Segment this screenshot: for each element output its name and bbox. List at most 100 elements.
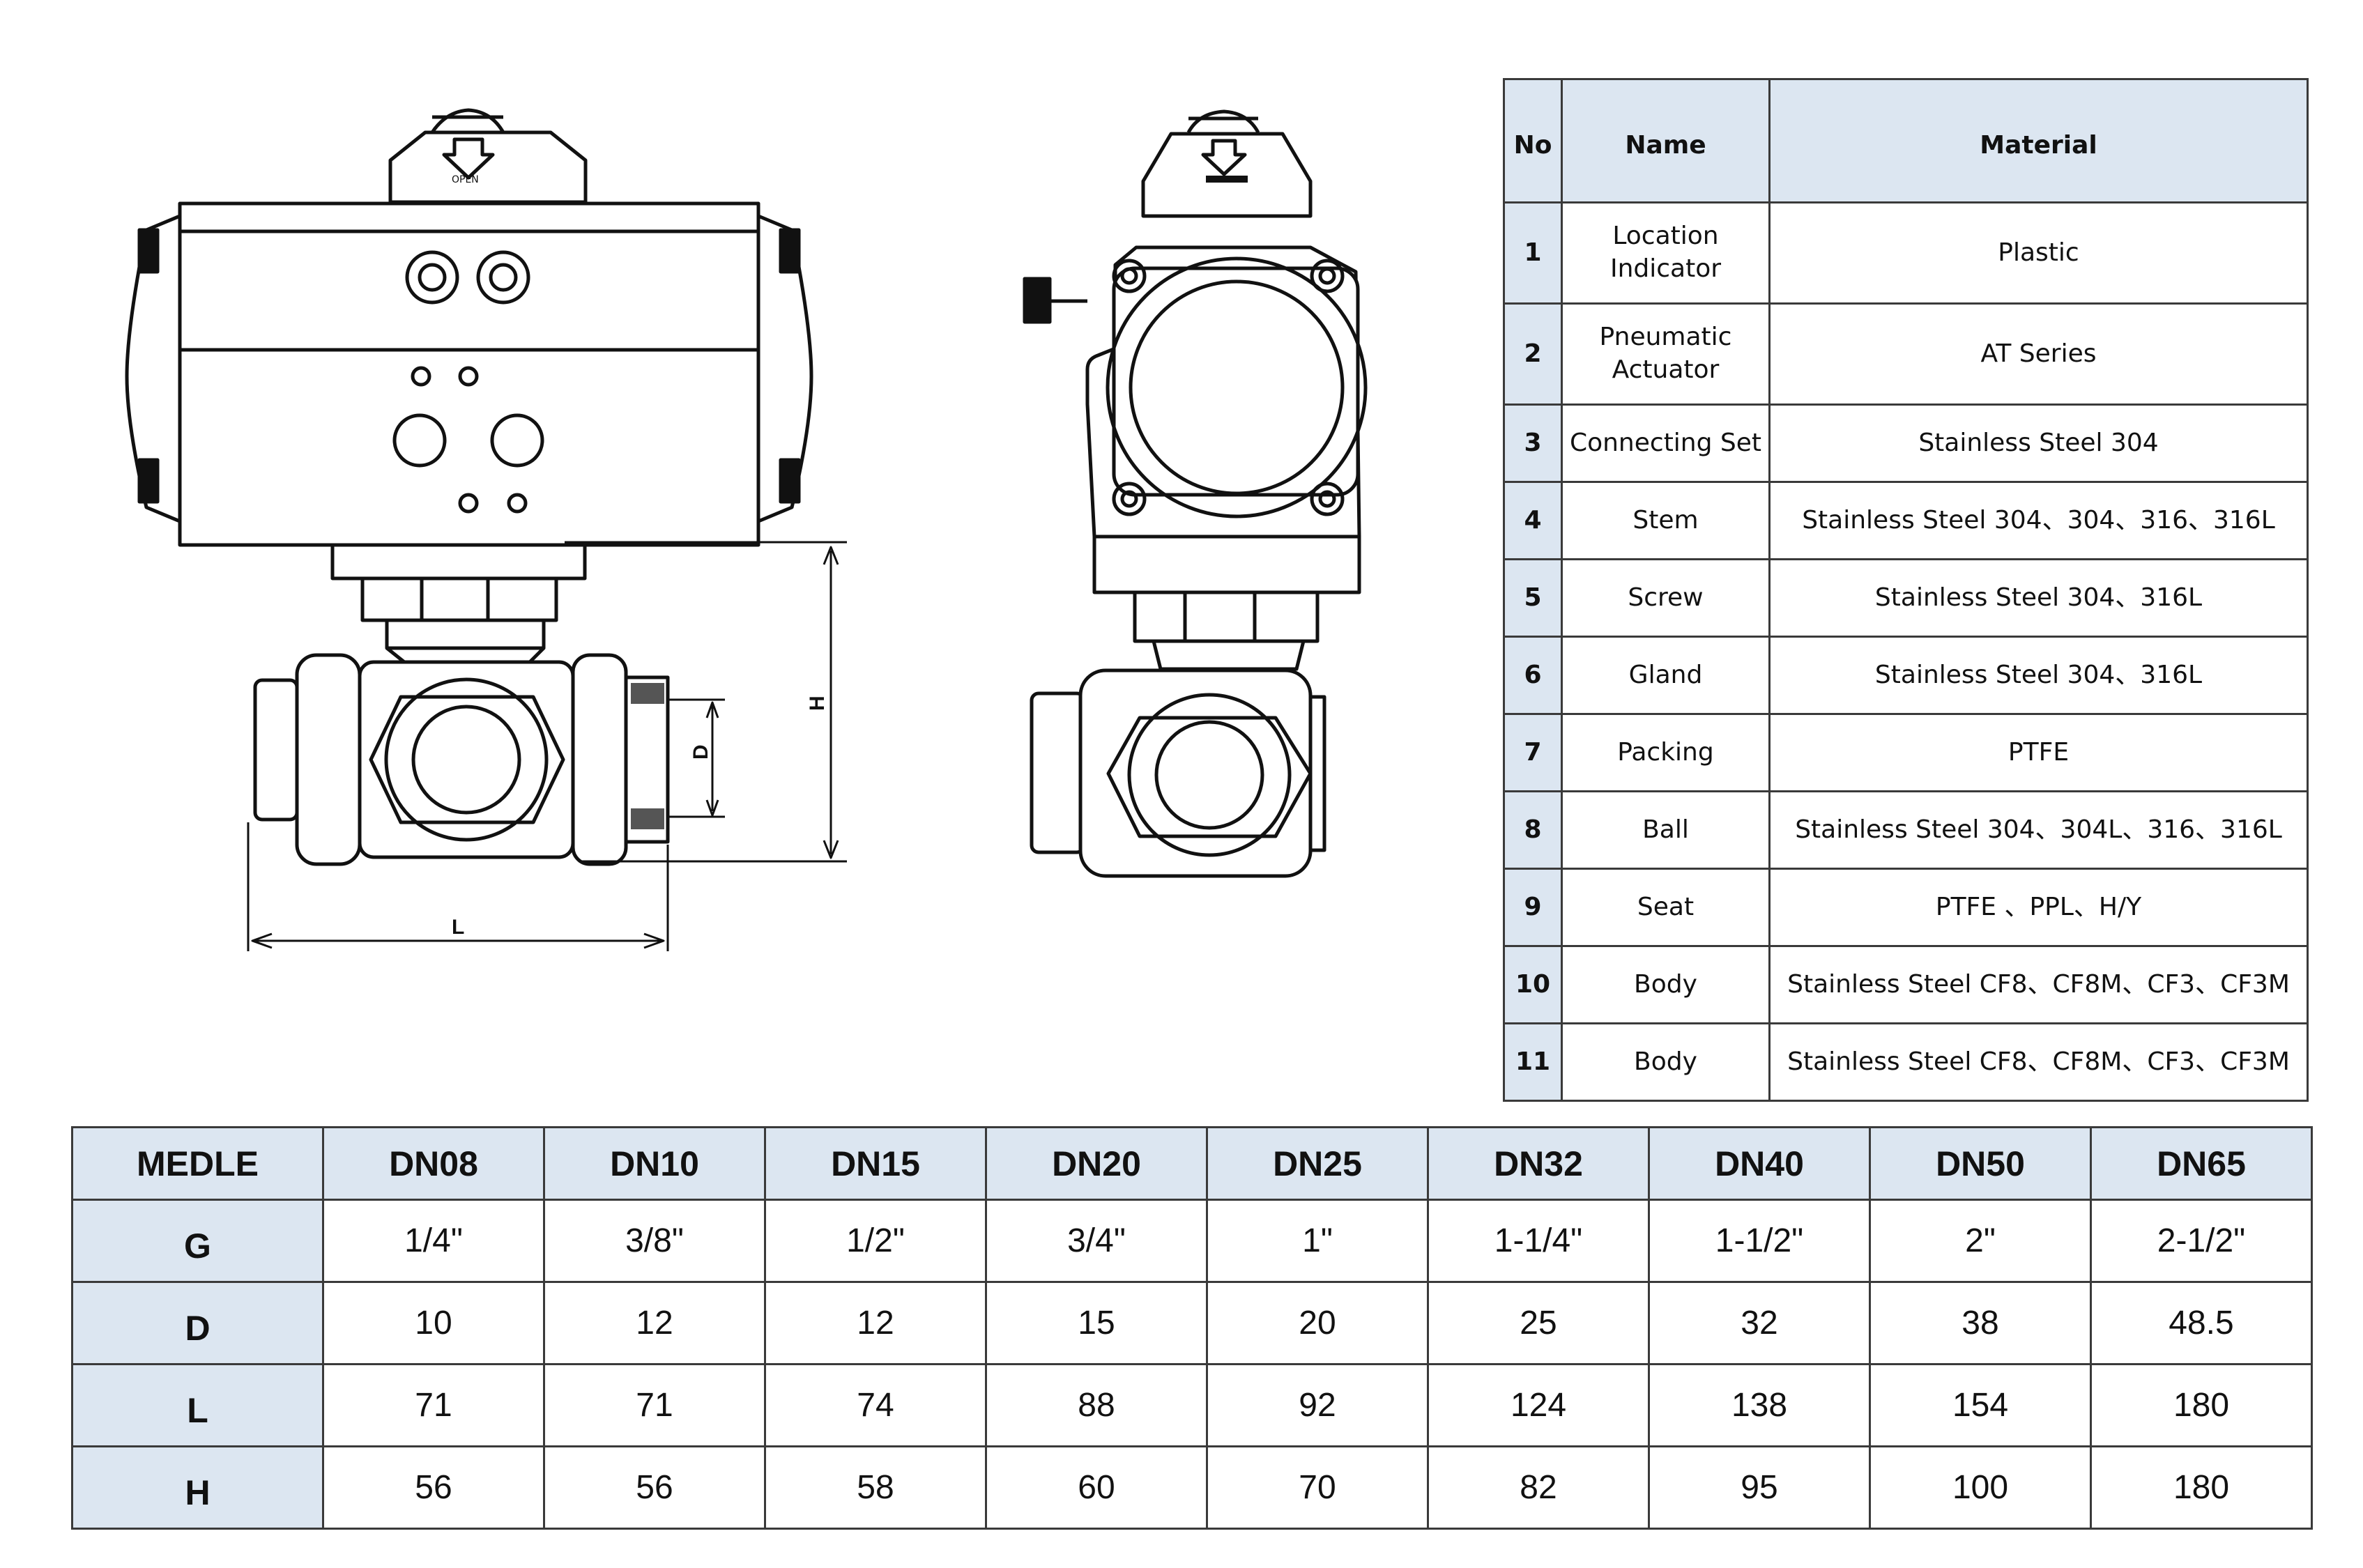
location-indicator-front: OPEN [388,108,588,204]
material-no-cell: 8 [1503,790,1563,870]
material-value-cell: PTFE 、PPL、H/Y [1768,868,2309,947]
size-value-cell: 138 [1648,1363,1871,1447]
size-value-cell: 60 [985,1445,1208,1530]
dim-label-h: H [806,695,829,711]
material-name-cell: Connecting Set [1561,403,1771,483]
material-value-cell: Stainless Steel CF8、CF8M、CF3、CF3M [1768,945,2309,1024]
side-view [1023,109,1368,878]
valve-body-front [253,647,670,866]
size-value-cell: 1/2" [764,1199,987,1283]
size-value-cell: 56 [322,1445,545,1530]
size-header-dn: DN65 [2090,1126,2313,1201]
material-name-cell: Body [1561,1022,1771,1102]
material-value-cell: Stainless Steel 304、304、316、316L [1768,481,2309,560]
size-value-cell: 1" [1206,1199,1429,1283]
material-name-cell: Packing [1561,713,1771,792]
svg-text:OPEN: OPEN [452,174,479,185]
material-no-cell: 10 [1503,945,1563,1024]
size-value-cell: 20 [1206,1281,1429,1365]
size-row-label: H [71,1445,324,1530]
size-header-dn: DN25 [1206,1126,1429,1201]
size-value-cell: 12 [764,1281,987,1365]
dimension-lines [247,541,847,951]
material-no-cell: 4 [1503,481,1563,560]
size-value-cell: 100 [1869,1445,2092,1530]
size-value-cell: 3/8" [543,1199,766,1283]
dim-label-d: D [689,744,712,760]
front-view: OPEN [125,108,847,951]
size-value-cell: 1-1/4" [1427,1199,1650,1283]
material-name-cell: Stem [1561,481,1771,560]
size-value-cell: 70 [1206,1445,1429,1530]
material-no-cell: 5 [1503,558,1563,638]
material-no-cell: 1 [1503,201,1563,305]
material-no-cell: 11 [1503,1022,1563,1102]
size-value-cell: 2-1/2" [2090,1199,2313,1283]
size-header-dn: DN15 [764,1126,987,1201]
size-value-cell: 180 [2090,1363,2313,1447]
material-name-cell: Gland [1561,636,1771,715]
size-value-cell: 58 [764,1445,987,1530]
size-value-cell: 56 [543,1445,766,1530]
size-value-cell: 25 [1427,1281,1650,1365]
size-value-cell: 3/4" [985,1199,1208,1283]
materials-header-row: No Name Material [1503,78,2309,203]
size-value-cell: 82 [1427,1445,1650,1530]
size-value-cell: 92 [1206,1363,1429,1447]
material-value-cell: Stainless Steel 304 [1768,403,2309,483]
actuator-front [125,201,813,547]
size-value-cell: 15 [985,1281,1208,1365]
connecting-set-front [330,543,587,650]
material-name-cell: Body [1561,945,1771,1024]
material-value-cell: Stainless Steel CF8、CF8M、CF3、CF3M [1768,1022,2309,1102]
size-header-dn: DN10 [543,1126,766,1201]
size-header-dn: DN08 [322,1126,545,1201]
size-header-dn: DN50 [1869,1126,2092,1201]
size-header-model: MEDLE [71,1126,324,1201]
valve-body-side [1030,668,1326,878]
size-value-cell: 12 [543,1281,766,1365]
size-value-cell: 95 [1648,1445,1871,1530]
material-value-cell: Stainless Steel 304、304L、316、316L [1768,790,2309,870]
size-row-label: L [71,1363,324,1447]
size-value-cell: 2" [1869,1199,2092,1283]
material-no-cell: 7 [1503,713,1563,792]
size-header-dn: DN20 [985,1126,1208,1201]
material-value-cell: AT Series [1768,302,2309,406]
size-value-cell: 74 [764,1363,987,1447]
size-header-dn: DN32 [1427,1126,1650,1201]
material-value-cell: Stainless Steel 304、316L [1768,636,2309,715]
size-value-cell: 10 [322,1281,545,1365]
size-value-cell: 88 [985,1363,1208,1447]
header-material: Material [1768,78,2309,203]
header-name: Name [1561,78,1771,203]
material-name-cell: Screw [1561,558,1771,638]
size-value-cell: 71 [322,1363,545,1447]
material-name-cell: Pneumatic Actuator [1561,302,1771,406]
size-header-dn: DN40 [1648,1126,1871,1201]
size-value-cell: 1-1/2" [1648,1199,1871,1283]
material-no-cell: 2 [1503,302,1563,406]
size-value-cell: 32 [1648,1281,1871,1365]
material-no-cell: 3 [1503,403,1563,483]
material-name-cell: Seat [1561,868,1771,947]
size-value-cell: 124 [1427,1363,1650,1447]
material-value-cell: Plastic [1768,201,2309,305]
material-name-cell: Ball [1561,790,1771,870]
connecting-set-side [1092,535,1361,671]
size-row-label: D [71,1281,324,1365]
